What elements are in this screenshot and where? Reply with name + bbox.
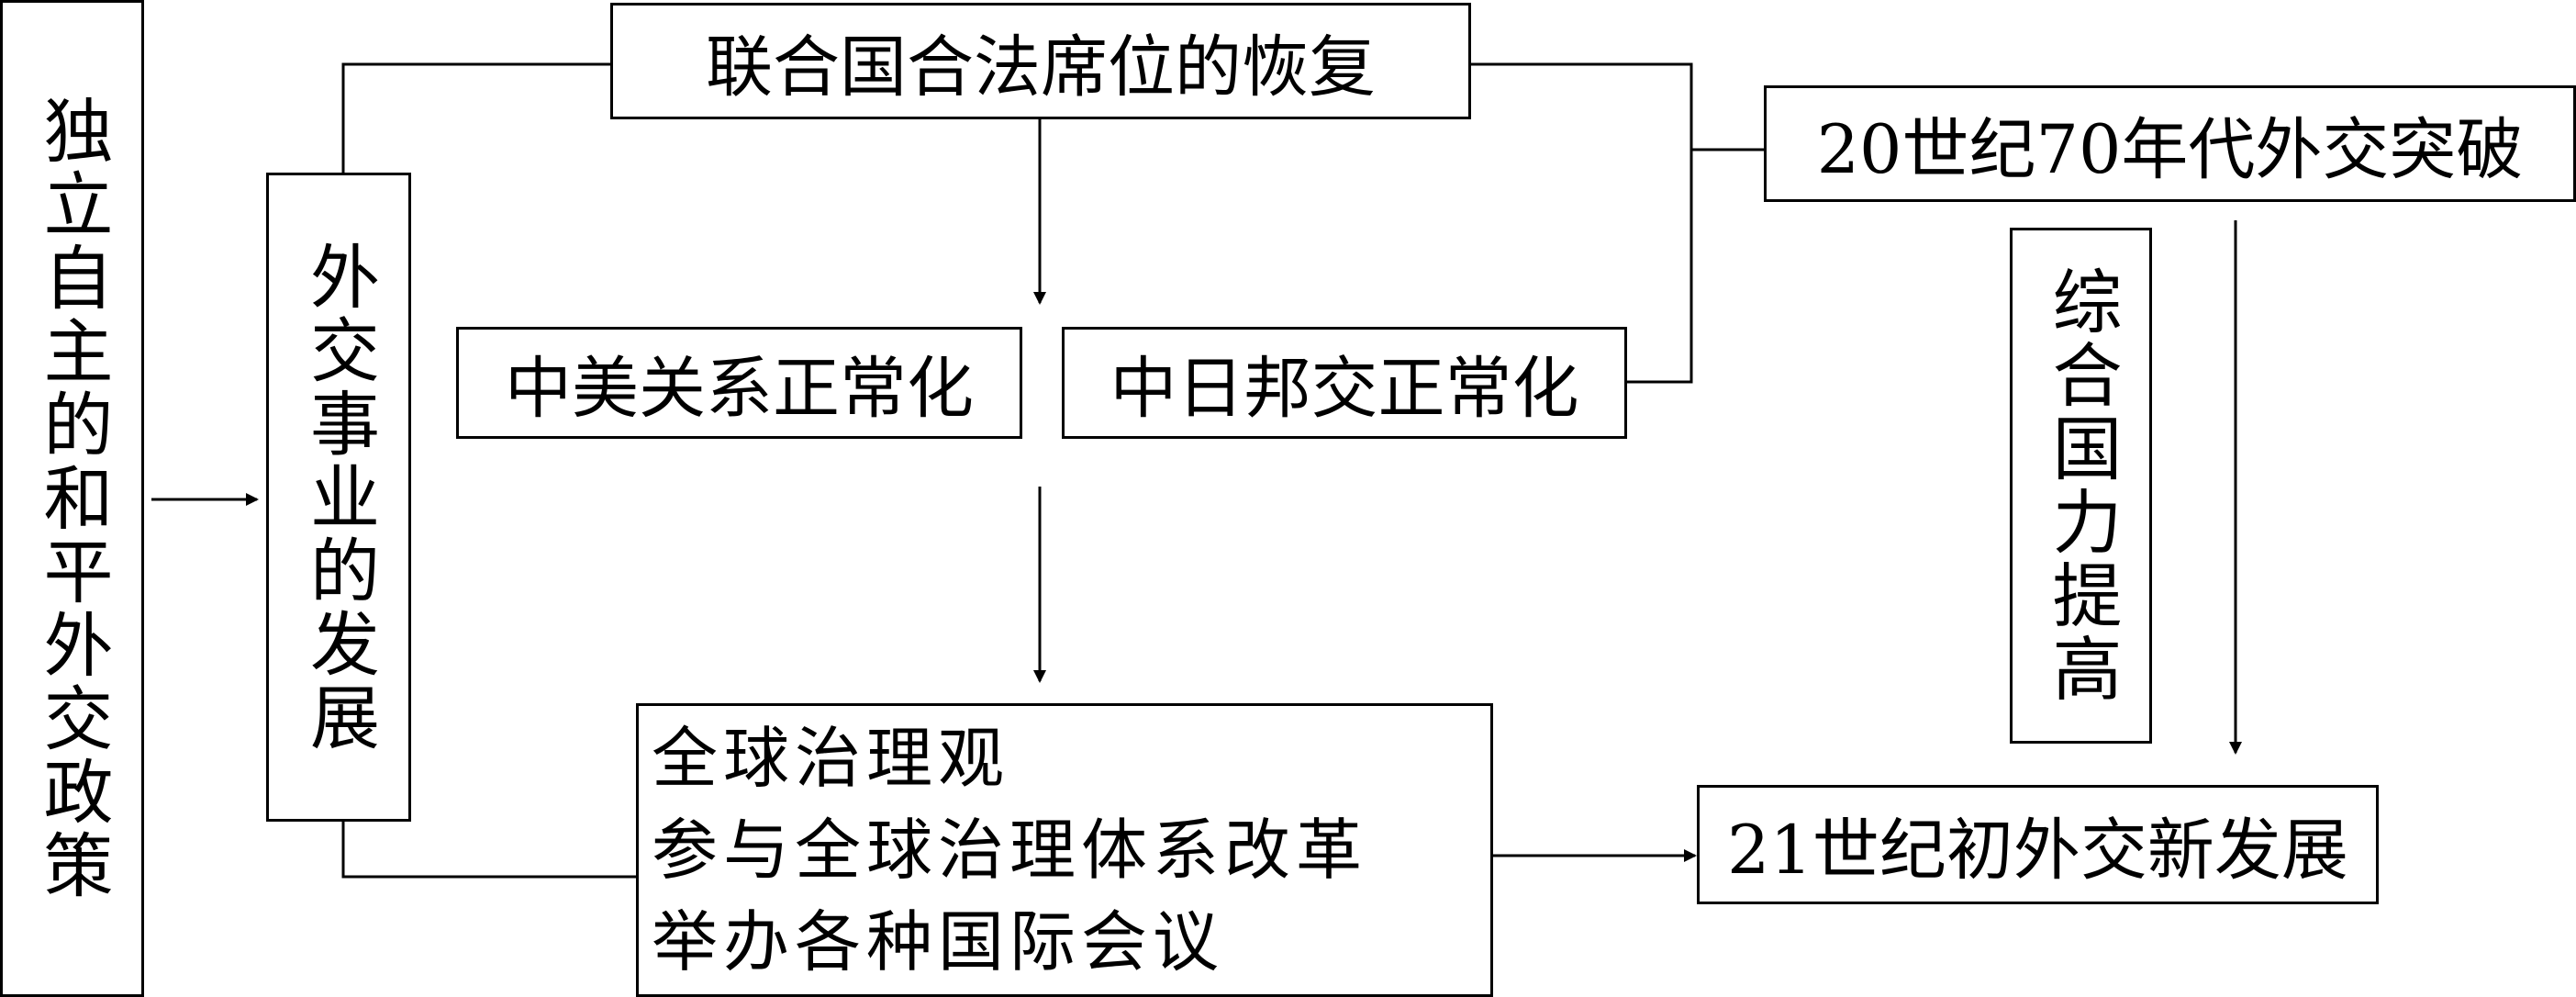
node-label: 中日邦交正常化: [1110, 350, 1579, 428]
node-label: 中美关系正常化: [505, 350, 974, 428]
node-70s-breakthrough: 20世纪70年代外交突破: [1764, 85, 2576, 202]
governance-item: 全球治理观: [652, 720, 1010, 797]
bracket-development-to-governance: [341, 822, 636, 879]
node-21st-century-development: 21世纪初外交新发展: [1697, 785, 2379, 904]
node-national-power: 综合国力提高: [2010, 228, 2152, 744]
node-diplomacy-development: 外交事业的发展: [266, 173, 411, 822]
node-label: 独立自主的和平外交政策: [31, 95, 114, 902]
governance-item: 举办各种国际会议: [652, 903, 1225, 980]
node-china-japan-normalization: 中日邦交正常化: [1062, 327, 1627, 439]
governance-item: 参与全球治理体系改革: [652, 812, 1368, 889]
node-label: 外交事业的发展: [298, 240, 380, 755]
node-global-governance: 全球治理观 参与全球治理体系改革 举办各种国际会议: [636, 703, 1493, 997]
bracket-development-to-un: [341, 62, 610, 173]
node-label: 联合国合法席位的恢复: [706, 28, 1376, 106]
node-label: 综合国力提高: [2040, 265, 2123, 706]
node-label: 20世纪70年代外交突破: [1816, 110, 2524, 189]
node-china-us-normalization: 中美关系正常化: [456, 327, 1022, 439]
node-label: 21世纪初外交新发展: [1727, 812, 2348, 890]
node-peaceful-foreign-policy: 独立自主的和平外交政策: [0, 0, 144, 997]
bracket-70s-breakthrough: [1471, 62, 1693, 384]
node-un-seat-restored: 联合国合法席位的恢复: [610, 3, 1471, 119]
